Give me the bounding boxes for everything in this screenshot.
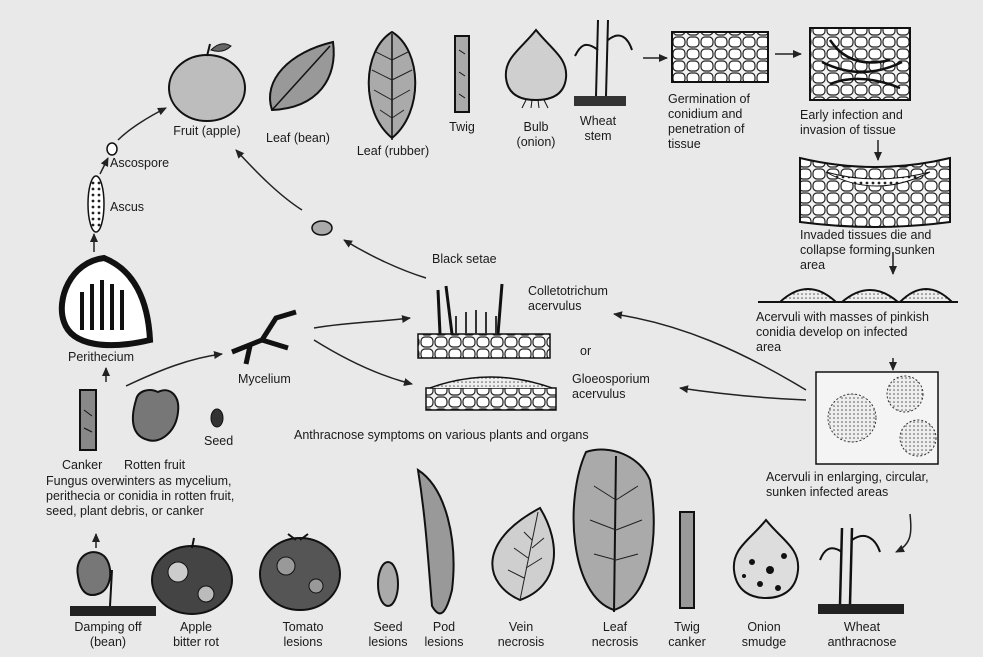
gloeosporium-acervulus-icon [426,377,556,410]
ascospore-label: Ascospore [110,156,169,171]
canker-icon [80,390,96,450]
canker-label: Canker [62,458,102,473]
infected-area-panel [816,372,938,464]
germination-label: Germination of conidium and penetration … [668,92,750,152]
ascus-label: Ascus [110,200,144,215]
rubber-leaf-icon [369,32,416,140]
symptom-wheat-anthracnose: Wheat anthracnose [808,620,916,650]
symptom-apple-bitter-rot: Apple bitter rot [160,620,232,650]
symptom-seed-lesions: Seed lesions [360,620,416,650]
leaf-bean-label: Leaf (bean) [256,131,340,146]
acervuli-develop-label: Acervuli with masses of pinkish conidia … [756,310,929,355]
onion-smudge-icon [734,520,798,598]
black-setae-label: Black setae [432,252,497,267]
symptom-onion-smudge: Onion smudge [726,620,802,650]
symptom-vein-necrosis: Vein necrosis [486,620,556,650]
vein-necrosis-icon [492,508,554,600]
leaf-necrosis-icon [574,450,654,612]
mycelium-icon [232,312,296,364]
invaded-tissue-label: Invaded tissues die and collapse forming… [800,228,935,273]
early-infection-label: Early infection and invasion of tissue [800,108,903,138]
seed-label: Seed [204,434,233,449]
perithecium-label: Perithecium [68,350,134,365]
onion-bulb-icon [506,30,566,108]
symptom-leaf-necrosis: Leaf necrosis [580,620,650,650]
leaf-rubber-label: Leaf (rubber) [348,144,438,159]
seed-icon [211,409,223,427]
wheat-stem-label: Wheat stem [570,114,626,144]
tomato-lesions-icon [260,534,340,610]
wheat-anthracnose-icon [818,528,904,614]
acervuli-surface-icon [758,289,958,302]
or-label: or [580,344,591,359]
overwinter-note: Fungus overwinters as mycelium, perithec… [46,474,234,519]
pod-lesions-icon [418,470,454,613]
rotten-fruit-icon [133,390,178,441]
colletotrichum-label: Colletotrichum acervulus [528,284,608,314]
early-infection-tissue-icon [810,28,910,100]
ascospore-icon [107,143,117,155]
damping-off-bean-icon [70,552,156,616]
twig-label: Twig [442,120,482,135]
bulb-label: Bulb (onion) [508,120,564,150]
twig-icon [455,36,469,112]
gloeosporium-label: Gloeosporium acervulus [572,372,650,402]
seed-lesions-icon [378,562,398,606]
conidium-spore-icon [312,221,332,235]
rotten-fruit-label: Rotten fruit [124,458,185,473]
symptom-tomato-lesions: Tomato lesions [268,620,338,650]
mycelium-label: Mycelium [238,372,291,387]
twig-canker-icon [680,512,694,608]
germination-tissue-icon [672,32,768,82]
apple-bitter-rot-icon [152,538,232,614]
apple-fruit-icon [169,44,245,121]
wheat-stem-icon [574,20,632,106]
symptom-twig-canker: Twig canker [658,620,716,650]
sunken-tissue-icon [800,158,950,227]
acervuli-enlarging-label: Acervuli in enlarging, circular, sunken … [766,470,929,500]
symptoms-title: Anthracnose symptoms on various plants a… [294,428,589,443]
bean-leaf-icon [270,42,334,110]
ascus-icon [88,176,104,232]
symptom-pod-lesions: Pod lesions [416,620,472,650]
perithecium-icon [62,258,150,345]
fruit-label: Fruit (apple) [162,124,252,139]
symptom-damping-off: Damping off (bean) [60,620,156,650]
